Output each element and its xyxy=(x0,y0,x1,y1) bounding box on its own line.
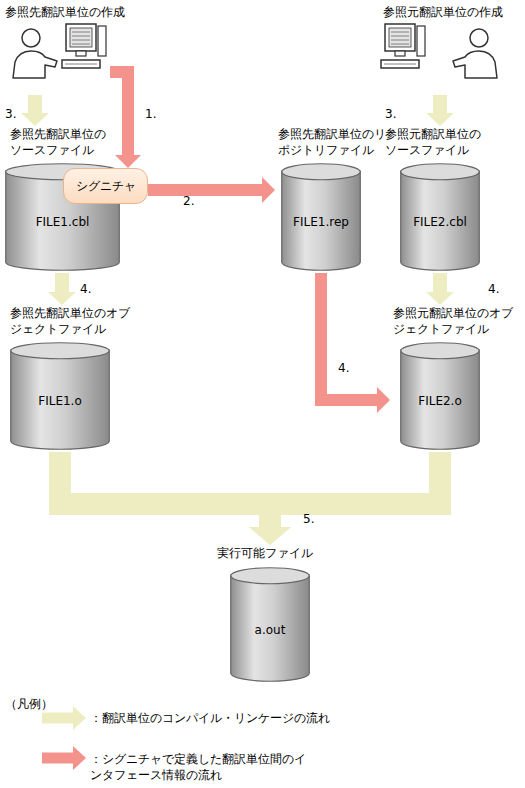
step-number: 3. xyxy=(385,106,396,122)
arrow-head xyxy=(21,113,49,126)
compile-arrow xyxy=(48,273,76,305)
arrow-head xyxy=(262,177,275,203)
source-file-cylinder: 参照元翻訳単位のソースファイル FILE2.cbl xyxy=(385,126,495,273)
file-name: a.out xyxy=(230,622,310,638)
source-file-cylinder: 参照先翻訳単位のソースファイルFILE1.cblシグニチャ xyxy=(5,126,123,273)
arrow-head xyxy=(115,155,141,168)
file-name: FILE1.cbl xyxy=(5,214,120,230)
arrow-head xyxy=(249,527,291,545)
legend-text: ：翻訳単位のコンパイル・リンケージの流れ xyxy=(90,710,330,726)
heading-text: 実行可能ファイル xyxy=(217,545,313,561)
signature-box: シグニチャ xyxy=(63,168,148,204)
file-name: FILE2.o xyxy=(400,393,480,409)
interface-arrow xyxy=(148,177,275,203)
cylinder-body xyxy=(401,171,480,270)
cylinder-top xyxy=(231,568,310,584)
step-number: 4. xyxy=(80,281,91,297)
file-name: FILE2.cbl xyxy=(400,214,480,230)
arrow-head xyxy=(48,292,76,305)
object-file-cylinder: 参照先翻訳単位のオブジェクトファイルFILE1.o xyxy=(5,305,123,452)
heading-text: 参照先翻訳単位のソースファイル xyxy=(10,126,110,158)
object-file-cylinder: 参照元翻訳単位のオブジェクトファイルFILE2.o xyxy=(390,305,500,452)
arrow-head xyxy=(73,746,86,770)
cylinder-top xyxy=(282,164,361,180)
arrow-shaft xyxy=(42,713,73,724)
computer-icon xyxy=(62,24,106,68)
signature-label: シグニチャ xyxy=(76,178,136,194)
cylinder-body xyxy=(401,350,480,449)
arrow-head xyxy=(426,113,454,126)
arrow-shaft xyxy=(321,273,377,400)
arrow-shaft xyxy=(433,273,447,292)
creator-group: 参照元翻訳単位の作成 xyxy=(380,0,525,95)
cylinder-top xyxy=(401,343,480,359)
heading-text: 参照先翻訳単位のオブジェクトファイル xyxy=(10,305,135,337)
legend-swatch xyxy=(42,746,86,770)
arrow-shaft xyxy=(270,452,440,527)
heading-text: 参照先翻訳単位の作成 xyxy=(5,4,125,20)
legend-heading: （凡例） xyxy=(5,696,53,712)
step-number: 1. xyxy=(145,106,156,122)
cylinder-top xyxy=(401,164,480,180)
cylinder-top xyxy=(11,343,110,359)
repository-file-cylinder: 参照先翻訳単位のリポジトリファイルFILE1.rep xyxy=(275,126,375,273)
cylinder-body xyxy=(282,171,361,270)
arrow-shaft xyxy=(28,95,42,113)
arrow-shaft xyxy=(433,95,447,113)
creator-group: 参照先翻訳単位の作成 xyxy=(0,0,110,95)
person-icon xyxy=(453,29,497,78)
file-name: FILE1.rep xyxy=(281,214,361,230)
compile-arrow xyxy=(426,95,454,126)
step-number: 5. xyxy=(303,511,314,527)
interface-arrow xyxy=(321,273,390,413)
heading-text: 参照元翻訳単位のオブジェクトファイル xyxy=(393,305,518,337)
computer-icon xyxy=(381,24,425,68)
arrow-head xyxy=(377,387,390,413)
cylinder-body xyxy=(11,350,110,449)
arrow-shaft xyxy=(42,753,73,764)
cylinder-body xyxy=(231,575,310,681)
compile-arrow xyxy=(426,273,454,305)
step-number: 4. xyxy=(488,281,499,297)
step-number: 3. xyxy=(5,106,16,122)
person-icon xyxy=(13,29,57,78)
arrow-head xyxy=(426,292,454,305)
arrow-shaft xyxy=(60,452,270,527)
heading-text: 参照元翻訳単位のソースファイル xyxy=(385,126,485,158)
executable-file-cylinder: 実行可能ファイル a.out xyxy=(215,545,325,682)
heading-text: 参照元翻訳単位の作成 xyxy=(383,4,503,20)
link-arrow xyxy=(249,452,440,545)
step-number: 4. xyxy=(338,360,349,376)
interface-arrow xyxy=(110,72,141,168)
arrow-head xyxy=(73,706,86,730)
step-number: 2. xyxy=(183,193,194,209)
heading-text: 参照先翻訳単位のリポジトリファイル xyxy=(278,126,388,158)
arrow-shaft xyxy=(55,273,69,292)
legend-text: ：シグニチャで定義した翻訳単位間のインタフェース情報の流れ xyxy=(90,751,316,783)
compile-arrow xyxy=(21,95,49,126)
file-name: FILE1.o xyxy=(10,393,110,409)
arrow-shaft xyxy=(148,184,262,196)
arrow-head xyxy=(249,527,291,545)
link-arrow xyxy=(60,452,291,545)
arrow-shaft xyxy=(110,72,128,155)
